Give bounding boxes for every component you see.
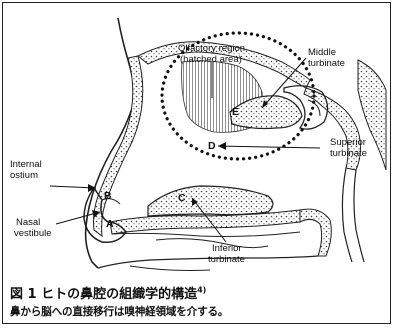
letter-e: E xyxy=(232,106,239,118)
inferior-turbinate-label: turbinate xyxy=(208,255,245,265)
hatched-area-label: (hatched area) xyxy=(180,55,242,65)
figure-caption-subtitle: 鼻から脳への直接移行は嗅神経領域を介する。 xyxy=(10,304,228,319)
internal-label: Internal xyxy=(10,160,42,170)
soft-palate xyxy=(300,209,331,256)
ostium-label: ostium xyxy=(10,171,38,181)
vestibule-label: vestibule xyxy=(14,229,52,239)
letter-b: B xyxy=(104,190,112,202)
letter-a: A xyxy=(106,218,114,230)
middle-turbinate-label: turbinate xyxy=(308,59,345,69)
superior-label: Superior xyxy=(330,138,366,148)
superior-turbinate-label: turbinate xyxy=(330,149,367,159)
inferior-label: Inferior xyxy=(212,244,242,254)
olfactory-region-label: Olfactory region xyxy=(178,44,245,54)
caption-reference: 4) xyxy=(197,286,206,295)
letter-d: D xyxy=(208,140,216,152)
inferior-turbinate-shape xyxy=(148,186,273,216)
letter-c: C xyxy=(178,192,186,204)
figure-caption-title: 図 1 ヒトの鼻腔の組織学的構造4) xyxy=(10,283,206,302)
nasal-label: Nasal xyxy=(16,218,40,228)
middle-label: Middle xyxy=(308,48,336,58)
superior-turbinate-leader xyxy=(218,146,320,148)
caption-title-text: 図 1 ヒトの鼻腔の組織学的構造 xyxy=(10,287,197,302)
